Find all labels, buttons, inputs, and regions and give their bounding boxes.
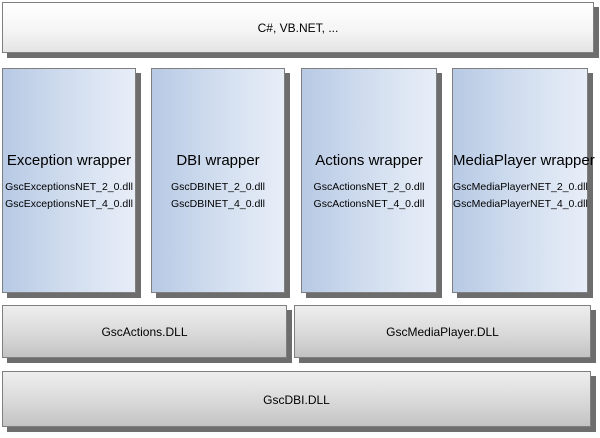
gscactions-library-box: GscActions.DLL — [2, 305, 287, 358]
actions-wrapper-box: Actions wrapper GscActionsNET_2_0.dll Gs… — [301, 68, 437, 293]
gscmediaplayer-library-box: GscMediaPlayer.DLL — [294, 305, 591, 358]
mediaplayer-wrapper-title: MediaPlayer wrapper — [453, 152, 595, 169]
exception-dll-net2: GscExceptionsNET_2_0.dll — [5, 181, 133, 193]
languages-label: C#, VB.NET, ... — [257, 21, 339, 35]
dbi-dll-net2: GscDBINET_2_0.dll — [171, 181, 265, 193]
languages-layer: C#, VB.NET, ... — [2, 2, 594, 53]
gscdbi-library-label: GscDBI.DLL — [263, 393, 330, 407]
dbi-wrapper-title: DBI wrapper — [176, 152, 260, 169]
gscmediaplayer-library-label: GscMediaPlayer.DLL — [386, 325, 499, 339]
dbi-dll-net4: GscDBINET_4_0.dll — [171, 198, 265, 210]
exception-wrapper-box: Exception wrapper GscExceptionsNET_2_0.d… — [2, 68, 136, 293]
mediaplayer-wrapper-box: MediaPlayer wrapper GscMediaPlayerNET_2_… — [452, 68, 595, 293]
actions-dll-net2: GscActionsNET_2_0.dll — [313, 181, 425, 193]
exception-dll-net4: GscExceptionsNET_4_0.dll — [5, 198, 133, 210]
actions-wrapper-title: Actions wrapper — [315, 152, 423, 169]
mediaplayer-dll-net4: GscMediaPlayerNET_4_0.dll — [453, 198, 588, 210]
dbi-wrapper-box: DBI wrapper GscDBINET_2_0.dll GscDBINET_… — [151, 68, 285, 293]
actions-dll-net4: GscActionsNET_4_0.dll — [313, 198, 425, 210]
gscactions-library-label: GscActions.DLL — [101, 325, 188, 339]
mediaplayer-dll-net2: GscMediaPlayerNET_2_0.dll — [453, 181, 588, 193]
exception-wrapper-title: Exception wrapper — [6, 152, 132, 169]
gscdbi-library-box: GscDBI.DLL — [2, 371, 591, 427]
